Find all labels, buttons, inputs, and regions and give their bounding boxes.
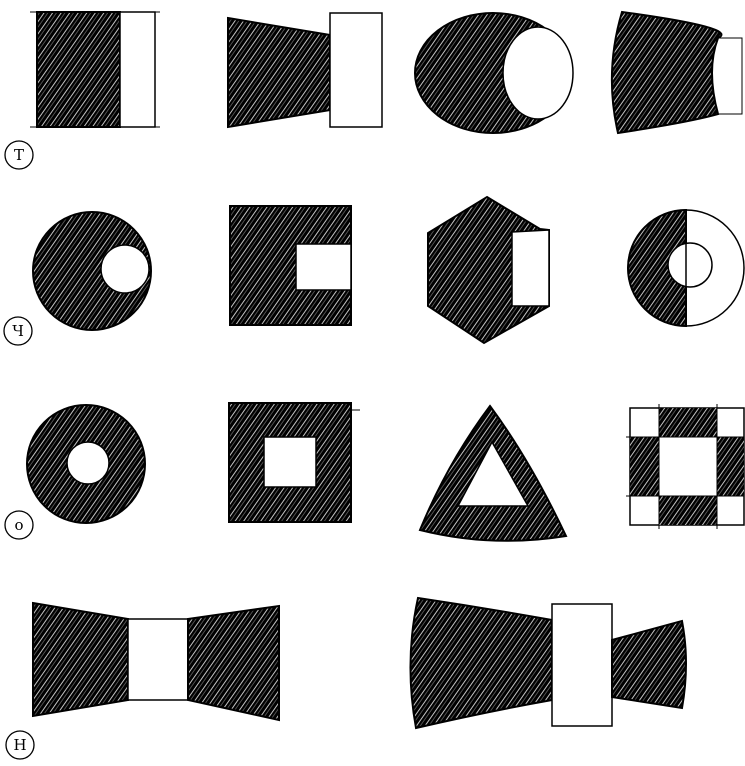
shape-ellipse-circle <box>415 13 573 133</box>
row-label-2: Ч <box>4 317 32 345</box>
row-3-shapes <box>27 403 744 541</box>
shape-rect-split <box>30 12 160 127</box>
shape-square-notch <box>230 206 351 325</box>
shape-square-frame <box>229 403 360 522</box>
shape-checker-cross <box>626 404 744 529</box>
shape-trapezoid-rect <box>228 13 382 127</box>
row-2-shapes <box>33 197 744 343</box>
shape-bowtie-rect <box>33 603 279 720</box>
shape-circle-offset-hole <box>33 212 151 330</box>
shape-triangle-frame <box>420 406 566 541</box>
row-label-3-text: о <box>14 516 23 534</box>
row-label-1-text: Т <box>14 146 24 164</box>
shape-curved-trapezoid <box>612 12 742 133</box>
shape-half-annulus <box>628 210 744 326</box>
shape-curved-bowtie <box>410 598 686 728</box>
shape-hexagon-segment <box>428 197 549 343</box>
row-label-4-text: Н <box>13 736 26 754</box>
row-label-1: Т <box>5 141 33 169</box>
row-4-shapes <box>33 598 686 728</box>
row-1-shapes <box>30 12 742 133</box>
row-label-3: о <box>5 511 33 539</box>
shape-annulus <box>27 405 145 523</box>
row-label-2-text: Ч <box>12 322 24 340</box>
row-label-4: Н <box>6 731 34 759</box>
